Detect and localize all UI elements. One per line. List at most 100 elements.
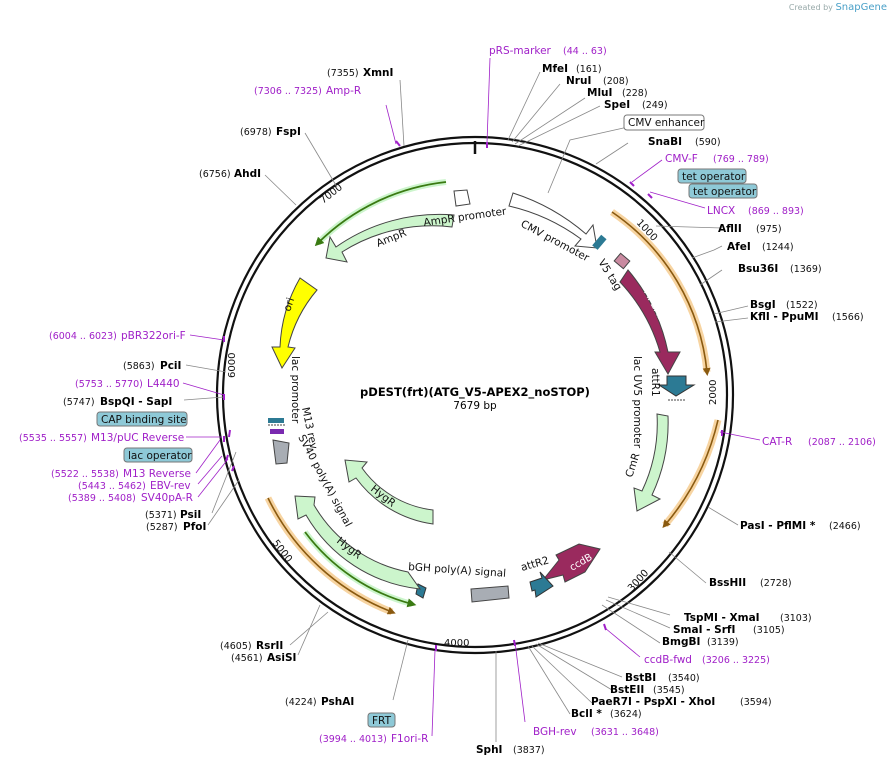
enzyme-pos: (3540) [668, 673, 700, 684]
enzyme-name[interactable]: SnaBI [648, 136, 682, 148]
cmv-enhancer-label: CMV enhancer [628, 117, 705, 129]
cmr-label: CmR [623, 452, 642, 479]
ampr-arrow[interactable] [325, 213, 455, 263]
enzyme-name[interactable]: AflII [718, 223, 742, 235]
snapgene-logo: SnapGene [835, 2, 887, 13]
primer-name[interactable]: M13 Reverse [123, 468, 191, 480]
enzyme-name[interactable]: AsiSI [267, 652, 296, 664]
tick-4000: 4000 [444, 638, 469, 649]
primer-name[interactable]: LNCX [707, 205, 735, 217]
bgh-polya-box[interactable] [470, 585, 510, 603]
primer-name[interactable]: CAT-R [762, 436, 792, 448]
cmv-marker [592, 234, 607, 250]
cmv-promoter-arrow[interactable] [508, 192, 598, 249]
cmr-arrow[interactable] [633, 413, 669, 512]
enzyme-name[interactable]: BstBI [625, 672, 656, 684]
enzyme-name[interactable]: XmnI [363, 67, 393, 79]
enzyme-name[interactable]: BsgI [750, 299, 776, 311]
attr1-arrow[interactable] [657, 375, 696, 397]
enzyme-name[interactable]: TspMI - XmaI [684, 612, 760, 624]
enzyme-name[interactable]: PaeR7I - PspXI - XhoI [591, 696, 715, 708]
attr2-arrow[interactable] [529, 571, 554, 598]
primer-name[interactable]: L4440 [147, 378, 180, 390]
hygr-arrow-2[interactable] [344, 459, 434, 525]
primer-name[interactable]: CMV-F [665, 153, 698, 165]
primer-pos: (2087 .. 2106) [808, 437, 876, 448]
enzyme-name[interactable]: SphI [476, 744, 502, 756]
enzyme-name[interactable]: MfeI [542, 63, 568, 75]
hygr-arrow-1[interactable] [294, 495, 422, 590]
enzyme-pos: (7355) [327, 68, 359, 79]
ori-arrow[interactable] [271, 277, 318, 370]
enzyme-name[interactable]: BmgBI [662, 636, 700, 648]
enzyme-name[interactable]: PshAI [321, 696, 354, 708]
enzyme-pos: (5371) [145, 510, 177, 521]
enzyme-name[interactable]: KflI - PpuMI [750, 311, 819, 323]
enzyme-pos: (3624) [610, 709, 642, 720]
primer-name[interactable]: SV40pA-R [141, 492, 193, 504]
orf-line-1 [611, 211, 711, 376]
enzyme-name[interactable]: BssHII [709, 577, 746, 589]
boxed-features: CMV enhancer tet operator tet operator C… [96, 114, 758, 728]
lac-promoter-label: lac promoter [289, 356, 301, 424]
enzyme-name[interactable]: FspI [276, 126, 301, 138]
primer-name[interactable]: M13/pUC Reverse [91, 432, 184, 444]
enzyme-name[interactable]: SpeI [604, 99, 630, 111]
tet-operator-box-1[interactable] [677, 168, 747, 184]
enzyme-name[interactable]: AhdI [234, 168, 261, 180]
primer-pos: (5389 .. 5408) [68, 493, 136, 504]
tick-7000: 7000 [318, 182, 345, 206]
enzyme-pos: (161) [576, 64, 602, 75]
primer-name[interactable]: F1ori-R [391, 733, 428, 745]
frt-box[interactable] [367, 712, 396, 728]
primer-name[interactable]: Amp-R [326, 85, 361, 97]
enzyme-name[interactable]: PsiI [180, 509, 201, 521]
primer-pos: (5522 .. 5538) [51, 469, 119, 480]
enzyme-name[interactable]: Bsu36I [738, 263, 778, 275]
enzyme-pos: (2466) [829, 521, 861, 532]
enzyme-name[interactable]: RsrII [256, 640, 283, 652]
primer-name[interactable]: EBV-rev [150, 480, 191, 492]
sv40-polya-box[interactable] [272, 439, 290, 465]
lac-operator-box[interactable] [123, 447, 193, 463]
primer-pos: (5535 .. 5557) [19, 433, 87, 444]
enzyme-name[interactable]: PciI [160, 360, 181, 372]
enzyme-name[interactable]: NruI [566, 75, 591, 87]
primer-name[interactable]: BGH-rev [533, 726, 577, 738]
primer-name[interactable]: ccdB-fwd [644, 654, 692, 666]
tick-6000: 6000 [227, 353, 238, 378]
leader-lines [183, 71, 749, 742]
cmv-enhancer-box[interactable] [623, 114, 705, 131]
enzyme-name[interactable]: PfoI [183, 521, 206, 533]
enzyme-name[interactable]: AfeI [727, 241, 751, 253]
backbone-outer [215, 135, 735, 655]
enzyme-pos: (1522) [786, 300, 818, 311]
plasmid-name: pDEST(frt)(ATG_V5-APEX2_noSTOP) [360, 385, 590, 400]
ampr-promoter-box[interactable] [453, 189, 471, 207]
credit-prefix: Created by [788, 3, 833, 12]
enzyme-name[interactable]: MluI [587, 87, 612, 99]
enzyme-name[interactable]: BspQI - SapI [100, 396, 172, 408]
enzyme-name[interactable]: BclI * [571, 708, 602, 720]
primer-pos: (44 .. 63) [563, 46, 607, 57]
enzyme-name[interactable]: PasI - PflMI * [740, 520, 816, 532]
attr2-label: attR2 [520, 554, 551, 573]
enzyme-name[interactable]: BstEII [610, 684, 644, 696]
hygr-line [304, 531, 417, 608]
cap-binding-site-box[interactable] [96, 411, 188, 427]
v5-tag-box[interactable] [613, 252, 631, 270]
primer-name[interactable]: pBR322ori-F [121, 330, 186, 342]
primer-pos: (869 .. 893) [748, 206, 804, 217]
primer-name[interactable]: pRS-marker [489, 45, 552, 57]
plasmid-length: 7679 bp [453, 400, 497, 412]
orf-line-2 [662, 419, 719, 529]
tet-operator-label-1: tet operator [682, 171, 746, 183]
enzyme-pos: (5863) [123, 361, 155, 372]
apex2-arrow[interactable] [619, 269, 681, 376]
tet-operator-box-2[interactable] [688, 183, 758, 199]
orf-glow-2 [662, 419, 722, 528]
orf-line-3 [267, 497, 396, 615]
ampr-promoter-label: AmpR promoter [423, 205, 508, 229]
enzyme-name[interactable]: SmaI - SrfI [673, 624, 735, 636]
